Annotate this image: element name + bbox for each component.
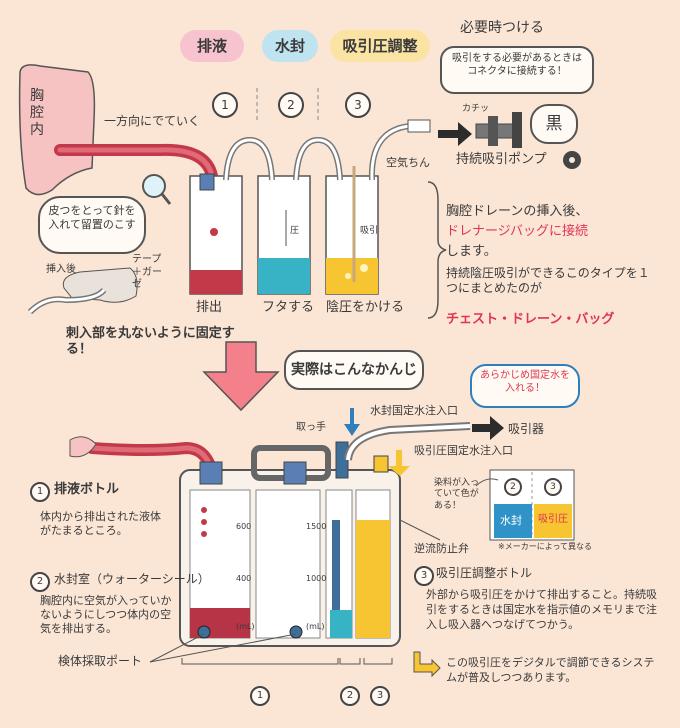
ticks-b-unit: (mL) — [306, 622, 325, 631]
item2-number: 2 — [30, 572, 50, 592]
one-way-label: 一方向にでていく — [104, 114, 201, 128]
top-bottle-3 — [325, 166, 379, 295]
continuous-note: 持続陰圧吸引ができるこのタイプを１つにまとめたのが — [446, 266, 650, 295]
chest-drain-bag-label: チェスト・ドレーン・バッグ — [446, 312, 615, 327]
bottom-number-2: 2 — [340, 686, 360, 706]
magnifier-icon — [142, 174, 166, 198]
real-label: 実際はこんなかんじ — [291, 362, 417, 378]
black-label-bubble: 黒 — [530, 104, 578, 144]
drain-bag-tail: します。 — [446, 244, 497, 259]
black-label: 黒 — [545, 114, 563, 134]
handle-label: 取っ手 — [296, 422, 326, 433]
bottle-caption-2: フタする — [262, 300, 315, 315]
label-drainage: 排液 — [180, 30, 244, 62]
chest-cavity-shape — [18, 64, 96, 196]
bottle-caption-1: 排出 — [196, 300, 223, 315]
chest-drain-bag — [179, 422, 471, 647]
ticks-b-1000: 1000 — [306, 574, 327, 583]
pre-fill-note: あらかじめ国定水を入れる！ — [480, 370, 570, 394]
maker-note: ※メーカーによって異なる — [498, 542, 593, 551]
bottom-number-3: 3 — [370, 686, 390, 706]
label-suction-adjust: 吸引圧調整 — [330, 30, 430, 62]
top-bottle-1 — [189, 173, 243, 295]
item1-desc: 体内から排出された液体がたまるところ。 — [40, 510, 161, 537]
item1-number: 1 — [30, 482, 50, 502]
panel-suction-label: 吸引圧 — [538, 514, 568, 525]
label-water-seal: 水封 — [262, 30, 318, 62]
suction-inlet-label: 吸引圧国定水注入口 — [414, 444, 513, 457]
panel-number-3: 3 — [544, 478, 562, 496]
panel-water-label: 水封 — [500, 514, 522, 527]
connector-note-bubble: 吸引をする必要があるときはコネクタに接続する！ — [440, 46, 594, 94]
panel-number-2: 2 — [504, 478, 522, 496]
item2-title: 水封室（ウォーターシール） — [54, 572, 210, 586]
bottom-number-1: 1 — [250, 686, 270, 706]
item2-desc: 胸腔内に空気が入っていかないようにしつつ体内の空気を排出する。 — [40, 594, 172, 635]
number-2: 2 — [278, 92, 304, 118]
when-needed-label: 必要時つける — [460, 20, 544, 36]
sample-port-label: 検体採取ポート — [58, 654, 143, 668]
big-down-arrow — [202, 341, 280, 412]
top-bottle-2 — [257, 175, 311, 295]
ticks-a-unit: (mL) — [236, 622, 255, 631]
skin-note: 皮つをとって針を入れて留置のこす — [48, 204, 136, 231]
connector-icon — [475, 112, 522, 148]
chest-label: 胸腔内 — [30, 88, 44, 138]
ticks-a-600: 600 — [236, 522, 252, 531]
dye-note: 染料が入っていて色がある！ — [434, 478, 480, 511]
number-1: 1 — [212, 92, 238, 118]
item1-title: 排液ボトル — [54, 482, 120, 497]
item3-title: 吸引圧調整ボトル — [436, 566, 533, 580]
real-label-bubble: 実際はこんなかんじ — [284, 350, 424, 390]
click-label: カチッ — [462, 104, 490, 114]
insertion-note: 胸腔ドレーンの挿入後、 — [446, 204, 589, 219]
item3-number: 3 — [414, 566, 434, 586]
ticks-b-1500: 1500 — [306, 522, 327, 531]
fixation-note: 刺入部を丸ないように固定する！ — [66, 326, 235, 358]
pump-label: 持続吸引ポンプ — [456, 152, 547, 167]
pre-fill-bubble: あらかじめ国定水を入れる！ — [470, 364, 580, 408]
air-in-label: 空気ちん — [386, 156, 430, 169]
digital-note: この吸引圧をデジタルで調節できるシステムが普及しつつあります。 — [446, 656, 655, 684]
arrow-pressure-label: 圧 — [290, 226, 300, 236]
ticks-a-400: 400 — [236, 574, 252, 583]
bottle-caption-3: 陰圧をかける — [326, 300, 405, 315]
item3-desc: 外部から吸引圧をかけて排出すること。持続吸引をするときは国定水を指示値のメモリま… — [426, 588, 657, 631]
water-seal-inlet-label: 水封国定水注入口 — [370, 404, 458, 417]
insertion-label: 挿入後 — [46, 264, 76, 275]
check-valve-label: 逆流防止弁 — [414, 542, 469, 555]
tape-label: テープ＋ガーゼ — [132, 254, 162, 290]
arrow-suction-label: 吸引 — [360, 226, 379, 236]
drain-bag-note: ドレナージバッグに接続 — [446, 224, 588, 239]
number-3: 3 — [345, 92, 371, 118]
skin-note-bubble: 皮つをとって針を入れて留置のこす — [38, 196, 146, 254]
to-suction-label: 吸引器 — [508, 422, 545, 436]
connector-note: 吸引をする必要があるときはコネクタに接続する！ — [452, 53, 582, 77]
gauze-pad — [62, 267, 138, 303]
